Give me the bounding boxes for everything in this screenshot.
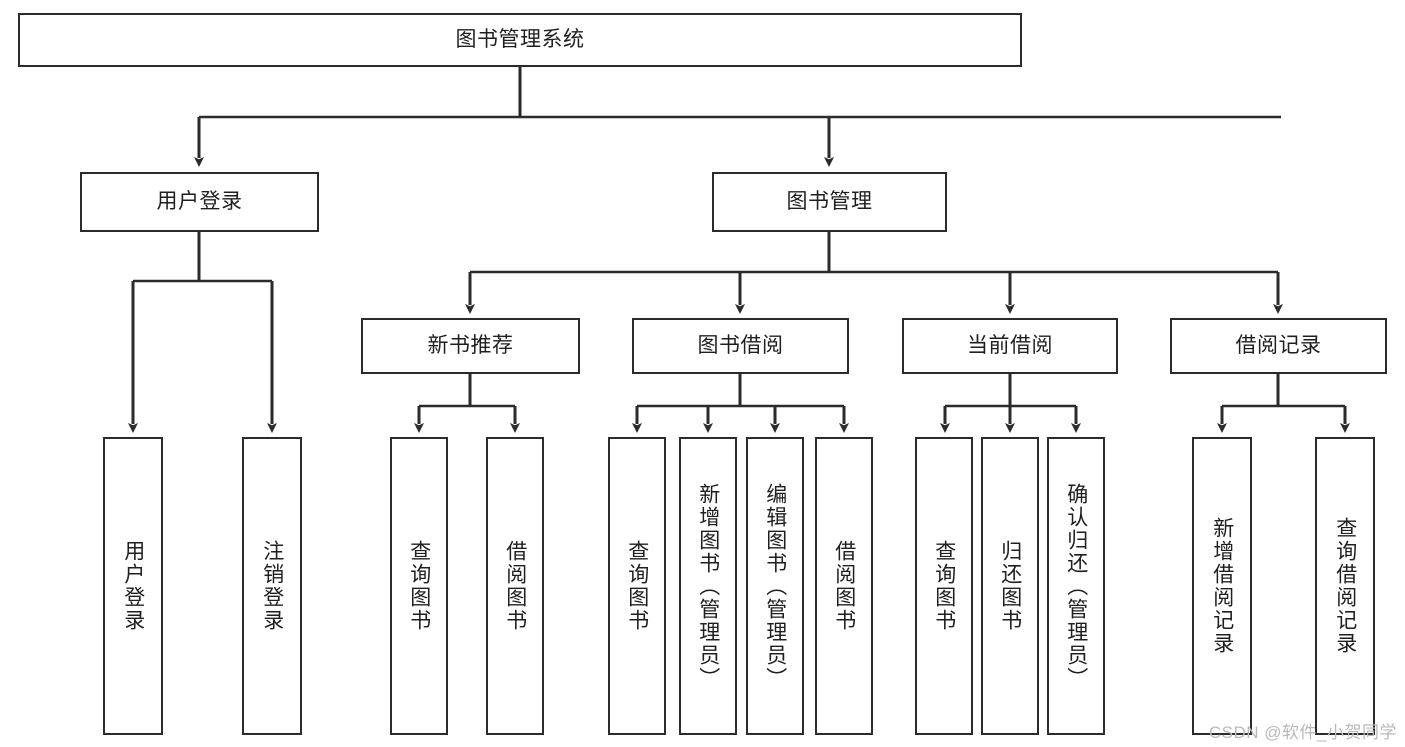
node-label: 图书管理系统 (455, 28, 585, 52)
node-book-management[interactable]: 图书管理 (712, 172, 947, 232)
node-label: 编辑图书（管理员） (763, 482, 787, 690)
csdn-watermark: CSDN @软件_小贺同学 (1208, 723, 1397, 742)
leaf-current-borrow-query-book[interactable]: 查询图书 (915, 437, 973, 735)
node-label: 当前借阅 (967, 334, 1053, 358)
node-new-book-recommend[interactable]: 新书推荐 (361, 318, 580, 374)
leaf-borrow-record-query-record[interactable]: 查询借阅记录 (1315, 437, 1375, 735)
node-borrow-record[interactable]: 借阅记录 (1170, 318, 1387, 374)
node-label: 借阅图书 (503, 540, 527, 632)
leaf-book-borrow-edit-book-admin[interactable]: 编辑图书（管理员） (746, 437, 804, 735)
leaf-user-login-login[interactable]: 用户登录 (103, 437, 163, 735)
node-label: 借阅记录 (1235, 334, 1322, 358)
node-label: 新书推荐 (427, 334, 514, 358)
node-label: 图书借阅 (697, 334, 784, 358)
leaf-current-borrow-confirm-return-admin[interactable]: 确认归还（管理员） (1047, 437, 1105, 735)
node-label: 查询图书 (932, 540, 956, 632)
node-book-borrow[interactable]: 图书借阅 (632, 318, 849, 374)
node-label: 查询借阅记录 (1333, 517, 1357, 655)
leaf-new-book-borrow-book[interactable]: 借阅图书 (486, 437, 544, 735)
leaf-book-borrow-add-book-admin[interactable]: 新增图书（管理员） (679, 437, 737, 735)
node-label: 归还图书 (998, 540, 1022, 632)
leaf-book-borrow-borrow-book[interactable]: 借阅图书 (815, 437, 873, 735)
node-label: 注销登录 (260, 540, 284, 632)
node-label: 用户登录 (156, 190, 243, 214)
node-label: 查询图书 (625, 540, 649, 632)
leaf-book-borrow-query-book[interactable]: 查询图书 (608, 437, 666, 735)
leaf-borrow-record-add-record[interactable]: 新增借阅记录 (1192, 437, 1252, 735)
leaf-current-borrow-return-book[interactable]: 归还图书 (981, 437, 1039, 735)
node-label: 确认归还（管理员） (1064, 482, 1088, 690)
leaf-new-book-query-book[interactable]: 查询图书 (390, 437, 448, 735)
node-label: 新增借阅记录 (1210, 517, 1234, 655)
node-label: 用户登录 (121, 540, 145, 632)
node-current-borrow[interactable]: 当前借阅 (902, 318, 1118, 374)
leaf-user-login-logout[interactable]: 注销登录 (242, 437, 302, 735)
node-label: 查询图书 (407, 540, 431, 632)
node-user-login[interactable]: 用户登录 (80, 172, 319, 232)
node-label: 借阅图书 (832, 540, 856, 632)
node-label: 新增图书（管理员） (696, 482, 720, 690)
node-label: 图书管理 (786, 190, 873, 214)
node-root-book-management-system[interactable]: 图书管理系统 (18, 13, 1022, 67)
